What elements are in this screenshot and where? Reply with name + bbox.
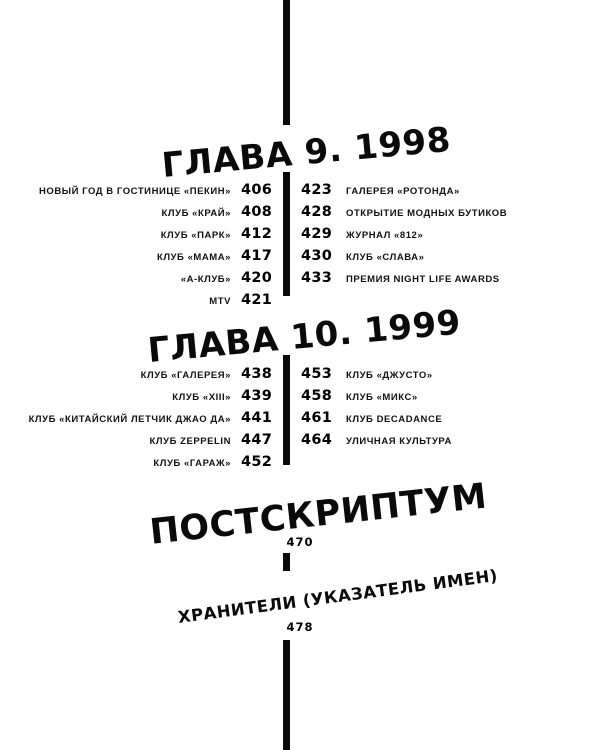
toc-entry-page: 417 — [241, 248, 273, 264]
guardians-page-number: 478 — [286, 620, 314, 634]
toc-entry-label: КЛУБ «ПАРК» — [160, 230, 231, 241]
toc-entry[interactable]: НОВЫЙ ГОД В ГОСТИНИЦЕ «ПЕКИН» 406 — [20, 179, 275, 201]
toc-entry-page: 453 — [301, 366, 333, 382]
toc-entry[interactable]: 428 ОТКРЫТИЕ МОДНЫХ БУТИКОВ — [301, 201, 581, 223]
toc-entry[interactable]: КЛУБ «ПАРК» 412 — [20, 223, 275, 245]
toc-entry-page: 447 — [241, 432, 273, 448]
toc-entry[interactable]: КЛУБ «XIII» 439 — [20, 385, 275, 407]
toc-entry-label: КЛУБ DECADANCE — [346, 414, 443, 425]
toc-entry[interactable]: КЛУБ «КРАЙ» 408 — [20, 201, 275, 223]
toc-entry-page: 421 — [241, 292, 273, 308]
toc-entry[interactable]: 464 УЛИЧНАЯ КУЛЬТУРА — [301, 429, 581, 451]
toc-entry-page: 433 — [301, 270, 333, 286]
toc-entry-label: КЛУБ «XIII» — [172, 392, 231, 403]
toc-entry[interactable]: 430 КЛУБ «СЛАВА» — [301, 245, 581, 267]
toc-entry[interactable]: MTV 421 — [20, 289, 275, 311]
toc-entry[interactable]: 423 ГАЛЕРЕЯ «РОТОНДА» — [301, 179, 581, 201]
toc-entry-page: 420 — [241, 270, 273, 286]
toc-entry-page: 412 — [241, 226, 273, 242]
toc-entry[interactable]: КЛУБ «ГАРАЖ» 452 — [20, 451, 275, 473]
postscript-page-number: 470 — [286, 535, 314, 549]
toc-entry-label: КЛУБ «МИКС» — [346, 392, 418, 403]
toc-entry-label: НОВЫЙ ГОД В ГОСТИНИЦЕ «ПЕКИН» — [39, 186, 231, 197]
toc-entry[interactable]: КЛУБ «ГАЛЕРЕЯ» 438 — [20, 363, 275, 385]
vertical-rule-segment-bottom — [283, 640, 290, 750]
toc-entry[interactable]: КЛУБ ZEPPELIN 447 — [20, 429, 275, 451]
toc-entry[interactable]: КЛУБ «МАМА» 417 — [20, 245, 275, 267]
chapter-10-right-column: 453 КЛУБ «ДЖУСТО» 458 КЛУБ «МИКС» 461 КЛ… — [301, 363, 581, 451]
toc-entry[interactable]: 433 ПРЕМИЯ NIGHT LIFE AWARDS — [301, 267, 581, 289]
toc-entry-page: 408 — [241, 204, 273, 220]
toc-entry-label: КЛУБ «КРАЙ» — [161, 208, 231, 219]
toc-entry-label: УЛИЧНАЯ КУЛЬТУРА — [346, 436, 452, 447]
guardians-heading: ХРАНИТЕЛИ (УКАЗАТЕЛЬ ИМЕН) — [176, 565, 499, 627]
toc-entry[interactable]: 453 КЛУБ «ДЖУСТО» — [301, 363, 581, 385]
toc-entry[interactable]: «А-КЛУБ» 420 — [20, 267, 275, 289]
vertical-rule-segment-ch10 — [283, 355, 290, 465]
chapter-heading-9: ГЛАВА 9. 1998 — [160, 119, 453, 186]
toc-entry-label: «А-КЛУБ» — [180, 274, 231, 285]
vertical-rule-segment-ch9 — [283, 172, 290, 296]
chapter-9-left-column: НОВЫЙ ГОД В ГОСТИНИЦЕ «ПЕКИН» 406 КЛУБ «… — [20, 179, 275, 311]
toc-entry-label: КЛУБ «ДЖУСТО» — [346, 370, 433, 381]
chapter-10-left-column: КЛУБ «ГАЛЕРЕЯ» 438 КЛУБ «XIII» 439 КЛУБ … — [20, 363, 275, 473]
toc-entry-page: 428 — [301, 204, 333, 220]
toc-entry-page: 441 — [241, 410, 273, 426]
toc-entry-label: КЛУБ «КИТАЙСКИЙ ЛЕТЧИК ДЖАО ДА» — [28, 414, 231, 425]
chapter-heading-10: ГЛАВА 10. 1999 — [146, 302, 463, 371]
toc-entry-page: 439 — [241, 388, 273, 404]
toc-entry[interactable]: 461 КЛУБ DECADANCE — [301, 407, 581, 429]
toc-entry-page: 458 — [301, 388, 333, 404]
toc-entry-label: КЛУБ «МАМА» — [156, 252, 231, 263]
toc-entry-label: КЛУБ «ГАРАЖ» — [153, 458, 231, 469]
toc-entry-page: 430 — [301, 248, 333, 264]
toc-entry-page: 429 — [301, 226, 333, 242]
toc-entry[interactable]: 429 ЖУРНАЛ «812» — [301, 223, 581, 245]
toc-entry-label: ОТКРЫТИЕ МОДНЫХ БУТИКОВ — [346, 208, 508, 219]
toc-entry-page: 464 — [301, 432, 333, 448]
toc-entry-page: 423 — [301, 182, 333, 198]
toc-entry-label: ЖУРНАЛ «812» — [346, 230, 424, 241]
toc-entry[interactable]: 458 КЛУБ «МИКС» — [301, 385, 581, 407]
toc-entry-page: 452 — [241, 454, 273, 470]
toc-entry-page: 406 — [241, 182, 273, 198]
toc-entry-label: ГАЛЕРЕЯ «РОТОНДА» — [346, 186, 460, 197]
toc-entry-label: MTV — [209, 296, 231, 307]
vertical-rule-segment-top — [283, 0, 290, 125]
toc-entry-page: 461 — [301, 410, 333, 426]
toc-entry-label: КЛУБ «ГАЛЕРЕЯ» — [140, 370, 231, 381]
vertical-rule-segment-postscript — [283, 553, 290, 571]
toc-entry[interactable]: КЛУБ «КИТАЙСКИЙ ЛЕТЧИК ДЖАО ДА» 441 — [20, 407, 275, 429]
chapter-9-right-column: 423 ГАЛЕРЕЯ «РОТОНДА» 428 ОТКРЫТИЕ МОДНЫ… — [301, 179, 581, 289]
toc-entry-label: КЛУБ ZEPPELIN — [149, 436, 231, 447]
toc-entry-label: КЛУБ «СЛАВА» — [346, 252, 425, 263]
toc-entry-label: ПРЕМИЯ NIGHT LIFE AWARDS — [346, 274, 500, 285]
toc-entry-page: 438 — [241, 366, 273, 382]
